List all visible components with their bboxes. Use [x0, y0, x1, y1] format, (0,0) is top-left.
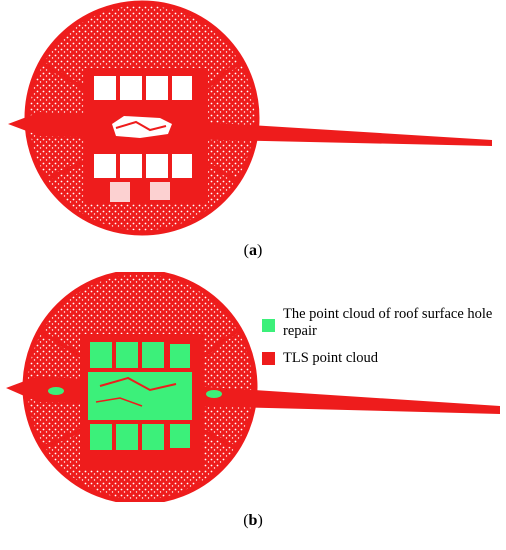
caption-b: (b): [0, 512, 506, 530]
caption-a: (a): [0, 242, 506, 260]
caption-a-close: ): [257, 242, 263, 259]
legend-label-repair: The point cloud of roof surface hole rep…: [283, 306, 493, 339]
legend-swatch-repair: [262, 319, 275, 332]
caption-b-letter: b: [248, 512, 258, 529]
figure-panel-a: [0, 0, 506, 236]
tls-point-cloud-b: [6, 269, 500, 505]
legend-swatch-tls: [262, 352, 275, 365]
tls-point-cloud-a: [8, 0, 492, 236]
legend-label-tls: TLS point cloud: [283, 350, 379, 366]
caption-a-open: (: [243, 242, 249, 259]
caption-b-close: ): [257, 512, 263, 529]
caption-a-letter: a: [249, 242, 257, 259]
figure-panel-b: The point cloud of roof surface hole rep…: [0, 269, 506, 505]
caption-b-open: (: [243, 512, 249, 529]
